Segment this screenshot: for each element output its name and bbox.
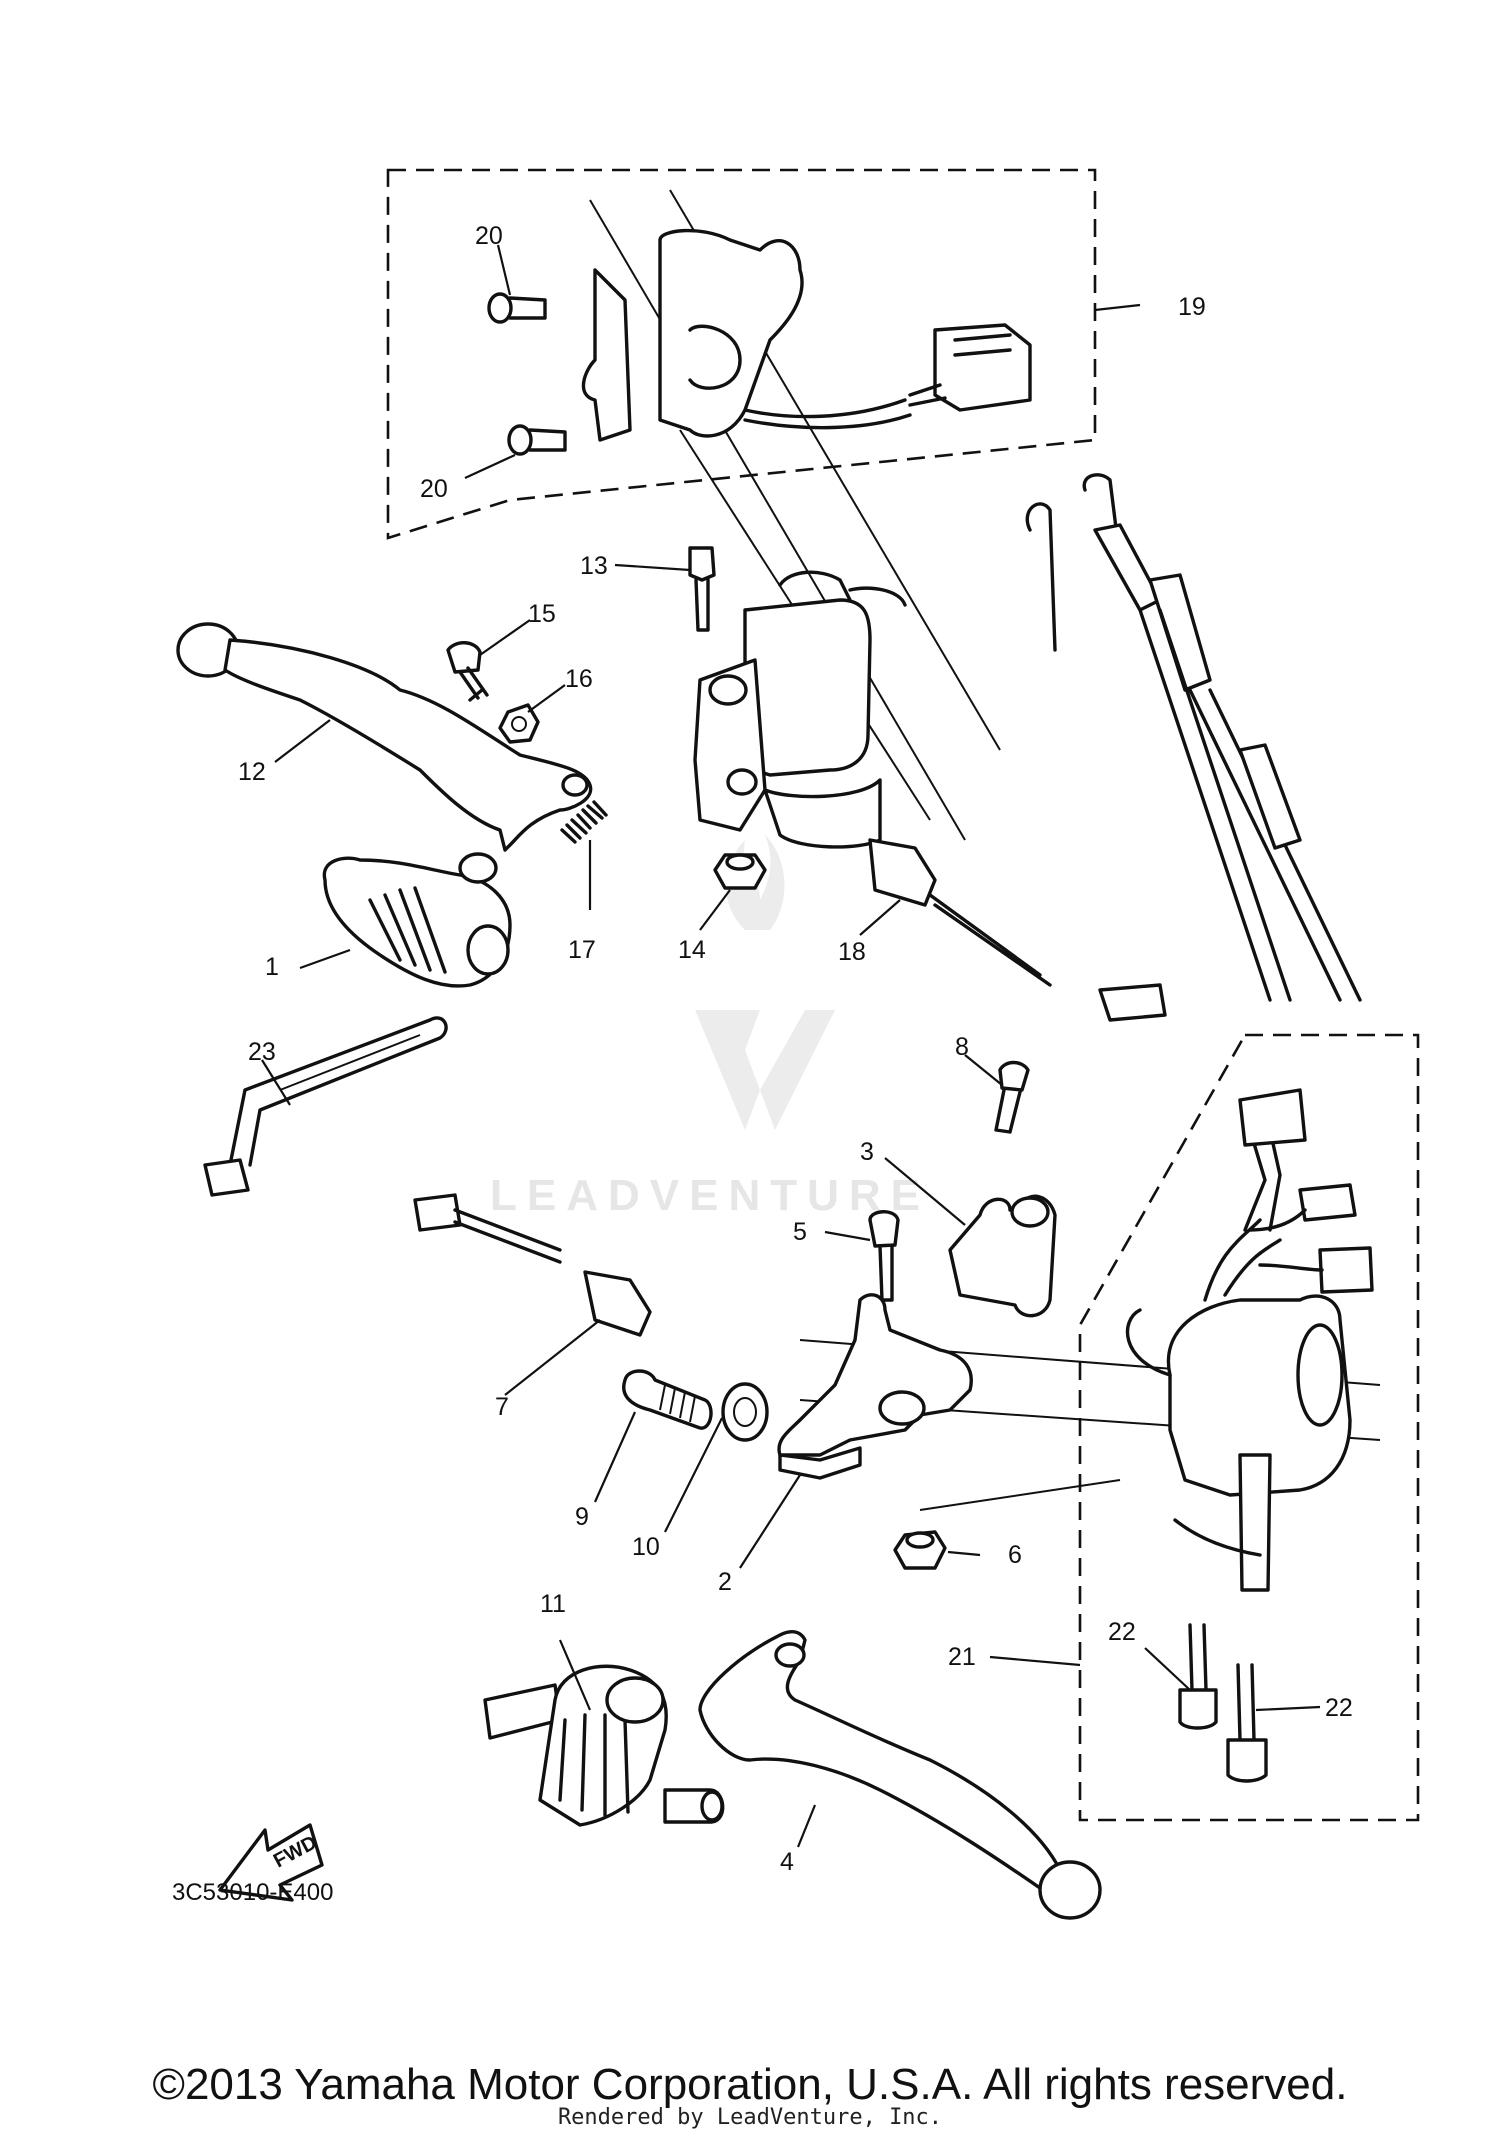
master-cylinder <box>693 570 907 849</box>
brake-lever-12 <box>176 622 593 852</box>
bolt-5 <box>868 1210 900 1302</box>
callout-10: 10 <box>632 1533 660 1561</box>
bolt-8 <box>994 1060 1030 1134</box>
callout-2: 2 <box>718 1568 732 1596</box>
adjuster-9 <box>622 1369 713 1430</box>
drawing-code: 3C53010-E400 <box>172 1879 333 1906</box>
callout-9: 9 <box>575 1503 589 1531</box>
callout-11: 11 <box>540 1590 566 1618</box>
clamp-3 <box>948 1194 1057 1318</box>
bolt-15 <box>446 641 489 702</box>
throttle-cables <box>1025 473 1362 1002</box>
nut-14 <box>713 853 767 890</box>
copyright-notice: ©2013 Yamaha Motor Corporation, U.S.A. A… <box>152 2060 1348 2109</box>
locknut-10 <box>721 1382 769 1442</box>
callout-labels: 20 20 19 13 15 16 12 1 17 14 18 8 23 3 5… <box>238 222 1353 1876</box>
nut-6 <box>893 1530 947 1570</box>
screw-20b <box>507 424 567 456</box>
cable-band-23 <box>203 1016 448 1197</box>
callout-20a: 20 <box>475 222 503 250</box>
lever-cover-1 <box>322 852 512 988</box>
callout-22b: 22 <box>1325 1694 1353 1722</box>
screw-22a <box>1178 1623 1218 1730</box>
spring-17 <box>560 800 608 844</box>
handlebar-switch-21 <box>1125 1088 1374 1592</box>
clutch-lever-4 <box>698 1630 1102 1920</box>
callout-8: 8 <box>955 1033 969 1061</box>
nut-16 <box>498 703 540 744</box>
group-box-19 <box>386 168 1097 540</box>
callout-7: 7 <box>495 1393 509 1421</box>
screw-20a <box>487 292 547 324</box>
callout-15: 15 <box>528 600 556 628</box>
callout-21: 21 <box>948 1643 976 1671</box>
callout-19: 19 <box>1178 293 1206 321</box>
switch-assembly-19 <box>581 228 1032 442</box>
lever-cover-11 <box>483 1664 725 1827</box>
brake-switch-18 <box>868 838 1167 1022</box>
callout-13: 13 <box>580 552 608 580</box>
callout-16: 16 <box>565 665 593 693</box>
callout-14: 14 <box>678 936 706 964</box>
callout-1: 1 <box>265 953 279 981</box>
lever-holder-2 <box>777 1293 973 1480</box>
callout-6: 6 <box>1008 1541 1022 1569</box>
callout-20b: 20 <box>420 475 448 503</box>
callout-17: 17 <box>568 936 596 964</box>
bolt-13 <box>688 546 716 632</box>
callout-23: 23 <box>248 1038 276 1066</box>
leader-lines <box>261 244 1321 1848</box>
watermark-v-icon <box>695 1010 835 1130</box>
rendered-by-notice: Rendered by LeadVenture, Inc. <box>557 2105 943 2130</box>
callout-12: 12 <box>238 758 266 786</box>
watermark-text: LEADVENTURE <box>490 1171 930 1220</box>
clutch-switch-7 <box>413 1193 652 1337</box>
group-box-21 <box>1078 1033 1420 1822</box>
callout-5: 5 <box>793 1218 807 1246</box>
callout-4: 4 <box>780 1848 794 1876</box>
leadventure-watermark: LEADVENTURE <box>490 835 930 1220</box>
callout-18: 18 <box>838 938 866 966</box>
screw-22b <box>1226 1663 1268 1783</box>
callout-22a: 22 <box>1108 1618 1136 1646</box>
callout-3: 3 <box>860 1138 874 1166</box>
